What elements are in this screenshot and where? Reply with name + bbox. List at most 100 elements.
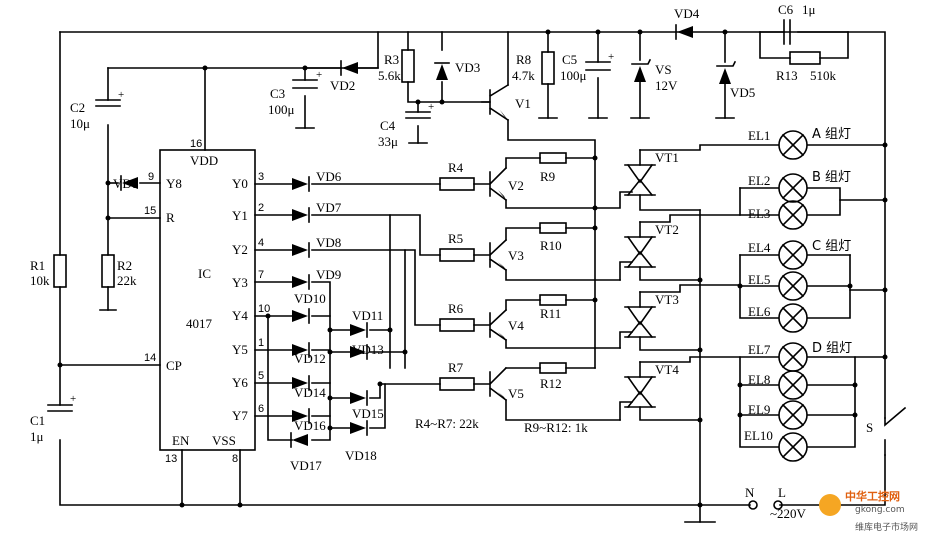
pin-y0-label: Y0 — [232, 176, 248, 191]
lamp-el8 — [778, 370, 808, 400]
label-vt4: VT4 — [655, 362, 679, 377]
junctions — [57, 29, 888, 508]
diode-vd1 — [122, 177, 138, 189]
pin-y7-label: Y7 — [232, 408, 248, 423]
transistor-v1 — [481, 83, 510, 122]
label-c3-value: 100μ — [268, 102, 295, 117]
label-r4-r7: R4~R7: 22k — [415, 416, 479, 431]
triac-vt2 — [624, 235, 656, 269]
pin-14: 14 — [144, 352, 156, 364]
svg-text:+: + — [118, 89, 124, 101]
lamp-el3 — [778, 200, 808, 230]
diode-vd14 — [292, 377, 308, 389]
diode-vd13 — [350, 346, 366, 358]
resistor-r5 — [439, 248, 475, 262]
label-group-d: D 组灯 — [812, 341, 852, 356]
label-vd7: VD7 — [316, 200, 342, 215]
resistor-r4 — [439, 177, 475, 191]
label-group-b: B 组灯 — [812, 170, 851, 185]
ac-terminals — [748, 500, 783, 510]
diode-vd6 — [292, 178, 308, 190]
transistors — [481, 83, 510, 402]
triacs — [624, 163, 656, 409]
label-r8: R8 — [516, 52, 531, 67]
label-r1-value: 10k — [30, 273, 50, 288]
svg-text:+: + — [70, 393, 76, 405]
resistor-r9 — [539, 152, 567, 164]
triac-vt3 — [624, 305, 656, 339]
lamp-el9 — [778, 400, 808, 430]
svg-text:+: + — [608, 51, 614, 63]
label-vd12: VD12 — [294, 351, 326, 366]
label-el10: EL10 — [744, 428, 773, 443]
label-el2: EL2 — [748, 173, 770, 188]
label-vd17: VD17 — [290, 458, 322, 473]
watermark-url: gkong.com — [855, 505, 905, 515]
label-c6-value: 1μ — [802, 2, 816, 17]
lamp-el2 — [778, 173, 808, 203]
pin-13: 13 — [165, 453, 177, 465]
label-c4: C4 — [380, 118, 396, 133]
lamps — [778, 130, 808, 462]
capacitor-c1 — [47, 404, 73, 412]
label-r1: R1 — [30, 258, 45, 273]
pin-3: 3 — [258, 171, 264, 183]
capacitor-c3 — [292, 79, 318, 89]
label-group-c: C 组灯 — [812, 239, 851, 254]
resistor-r10 — [539, 222, 567, 234]
ic-4017: VDD EN VSS IC 4017 Y8 R CP Y0 Y1 Y2 Y3 Y… — [144, 138, 270, 465]
label-vd11: VD11 — [352, 308, 383, 323]
label-v5: V5 — [508, 386, 524, 401]
diode-vd2 — [342, 62, 358, 74]
resistor-r11 — [539, 294, 567, 306]
diodes — [120, 24, 737, 448]
resistor-r13 — [789, 51, 821, 65]
label-r11: R11 — [540, 306, 561, 321]
triac-vt1 — [624, 163, 656, 197]
diode-vd18 — [350, 422, 366, 434]
label-vt1: VT1 — [655, 150, 679, 165]
diode-vd8 — [292, 244, 308, 256]
label-r6: R6 — [448, 301, 464, 316]
diode-vd5 — [719, 68, 731, 84]
capacitors: + + + + + — [47, 19, 791, 412]
pin-cp-label: CP — [166, 358, 182, 373]
diode-vd15 — [350, 392, 366, 404]
ic-vss-label: VSS — [212, 433, 236, 448]
capacitor-c4 — [405, 111, 431, 119]
label-vd6: VD6 — [316, 169, 342, 184]
watermark-main: 中华工控网 — [845, 489, 900, 503]
diode-vd4 — [677, 26, 693, 38]
resistor-r7 — [439, 377, 475, 391]
label-vd2: VD2 — [330, 78, 355, 93]
svg-text:+: + — [428, 101, 434, 113]
label-vd8: VD8 — [316, 235, 341, 250]
label-c6: C6 — [778, 2, 794, 17]
label-vd10: VD10 — [294, 291, 326, 306]
pin-y4-label: Y4 — [232, 308, 248, 323]
label-el8: EL8 — [748, 372, 770, 387]
label-vd16: VD16 — [294, 418, 326, 433]
diode-vd16 — [292, 410, 308, 422]
wires — [59, 31, 886, 523]
resistor-r3 — [401, 49, 415, 83]
pin-7: 7 — [258, 269, 264, 281]
label-el3: EL3 — [748, 206, 770, 221]
lamp-el6 — [778, 303, 808, 333]
transistor-v4 — [488, 308, 508, 342]
label-vt2: VT2 — [655, 222, 679, 237]
label-c5-value: 100μ — [560, 68, 587, 83]
pin-y8-label: Y8 — [166, 176, 182, 191]
capacitor-c5 — [585, 61, 611, 71]
label-r13-value: 510k — [810, 68, 837, 83]
pin-1: 1 — [258, 337, 264, 349]
pin-y3-label: Y3 — [232, 275, 248, 290]
ic-vdd-label: VDD — [190, 153, 218, 168]
capacitor-c2 — [95, 99, 121, 107]
resistors — [53, 49, 821, 391]
label-switch-s: S — [866, 420, 873, 435]
switch-s — [884, 406, 907, 456]
label-c2: C2 — [70, 100, 85, 115]
label-ac-voltage: ~220V — [770, 506, 807, 521]
